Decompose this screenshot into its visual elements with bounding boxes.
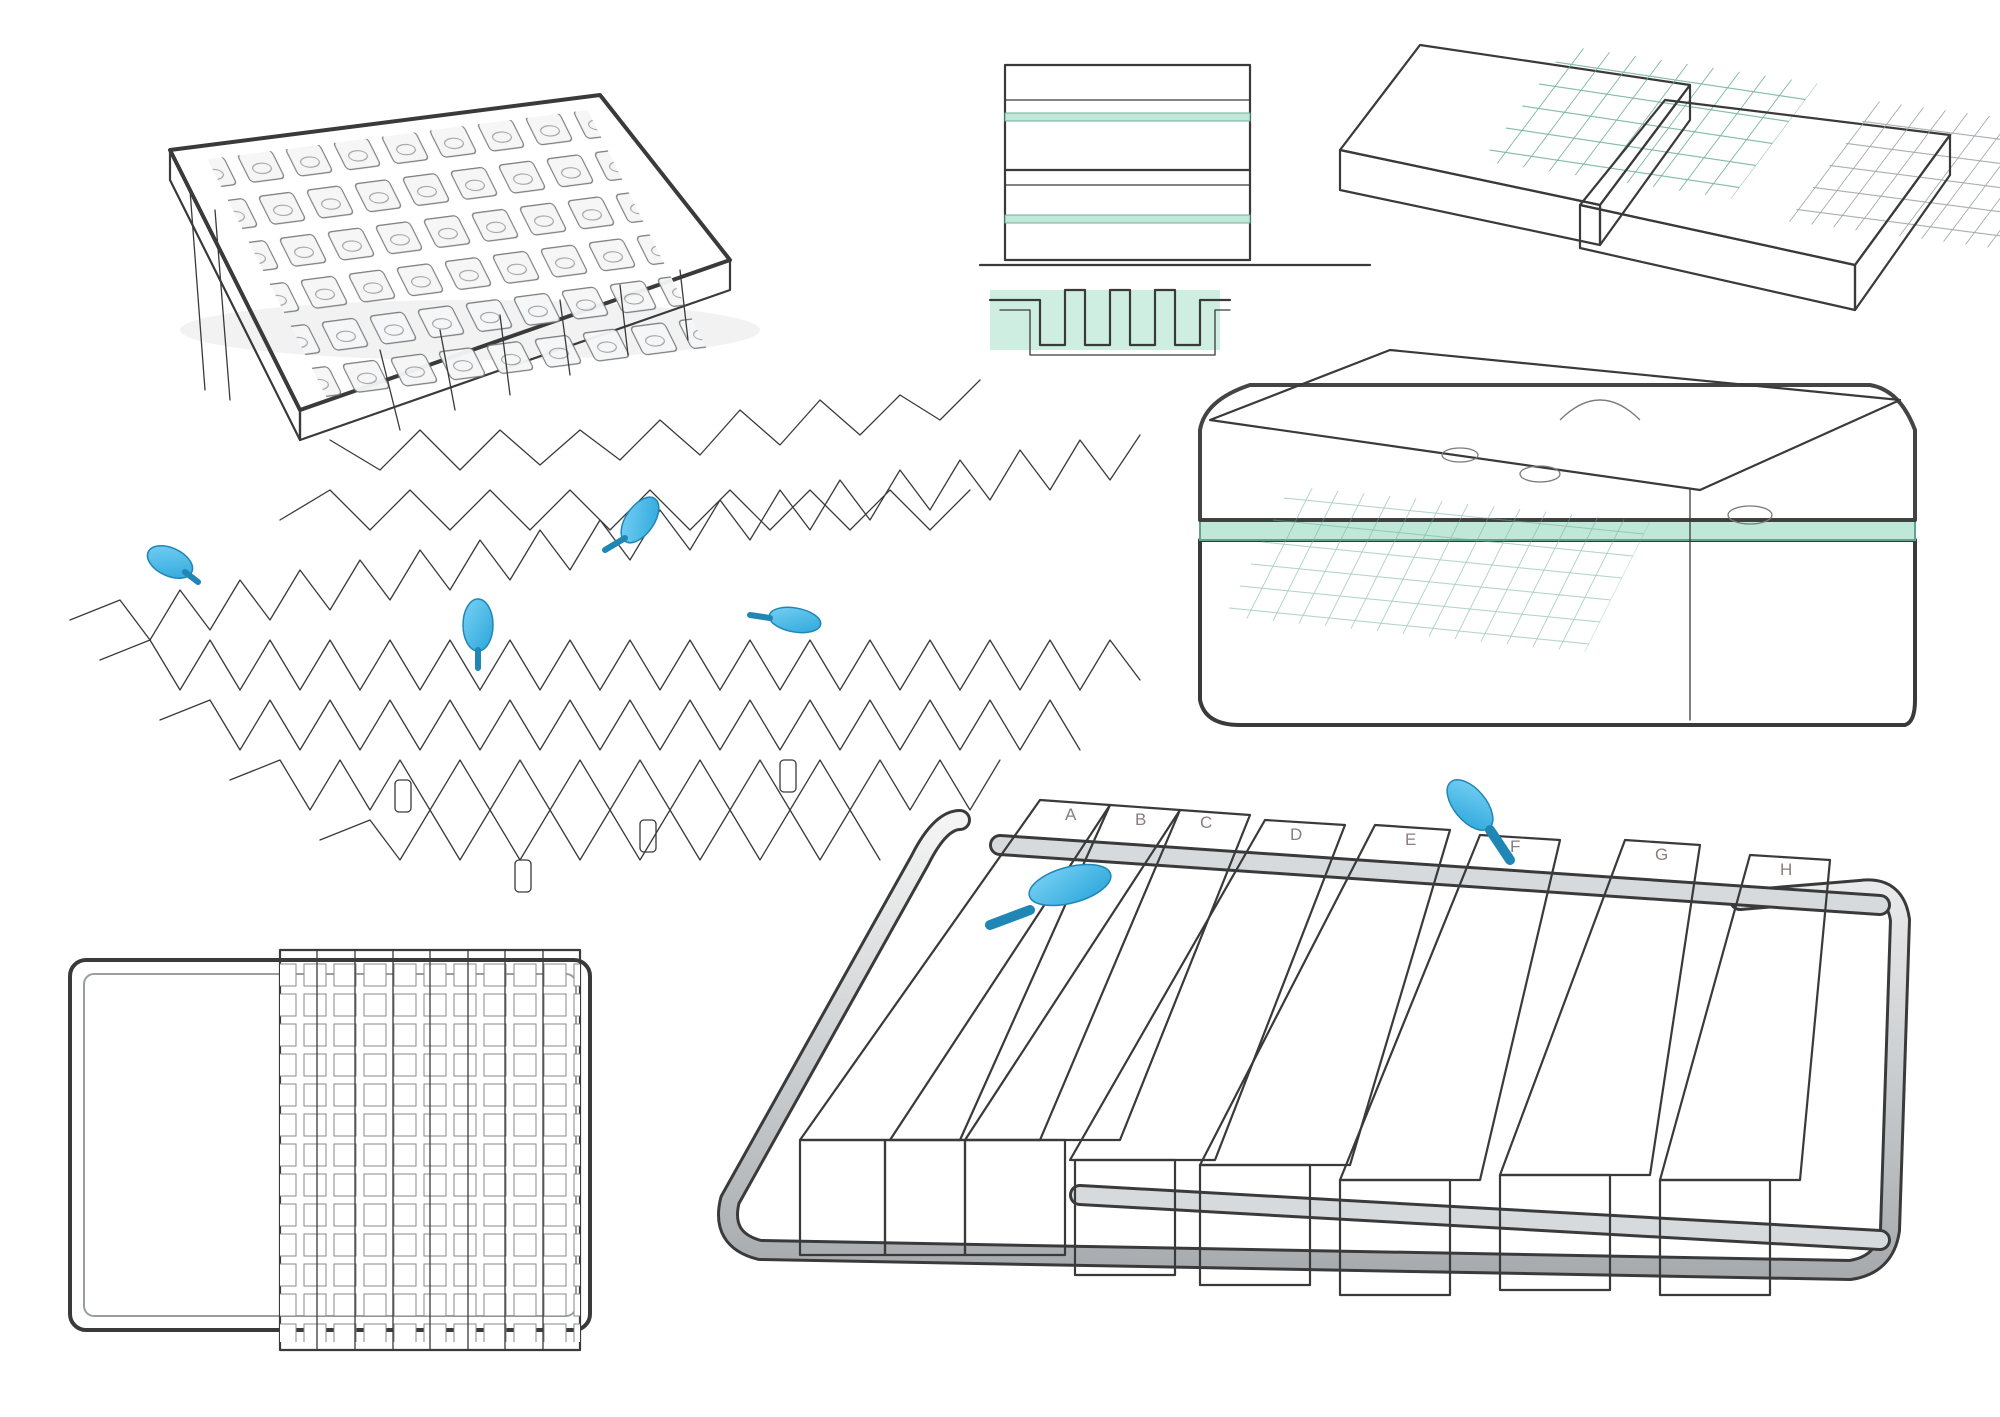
strip-H: H (1658, 853, 1832, 1297)
frame-with-strips-top-view (68, 948, 592, 1352)
strip-C: C (963, 808, 1252, 1257)
strip-label-f: F (1510, 837, 1520, 856)
strip-D: D (1068, 818, 1347, 1277)
strip-label-b: B (1135, 810, 1146, 829)
strip-label-a: A (1065, 805, 1077, 824)
strip-label-e: E (1405, 830, 1416, 849)
strip-label-g: G (1655, 845, 1668, 864)
zigzag-ribbon-tray (69, 379, 1141, 893)
clear-well-tray (168, 93, 760, 442)
strip-label-c: C (1200, 813, 1212, 832)
mint-and-white-grid-trays (1338, 43, 2000, 312)
strip-G: G (1498, 838, 1702, 1292)
strip-E: E (1198, 823, 1452, 1287)
strip-F: F (1338, 833, 1562, 1297)
lidded-box (1198, 348, 1917, 727)
strip-rack-with-rails: A B C D E F G (717, 779, 1911, 1297)
strip-label-d: D (1290, 825, 1302, 844)
strip-label-h: H (1780, 860, 1792, 879)
stacked-trays-section (978, 63, 1372, 356)
